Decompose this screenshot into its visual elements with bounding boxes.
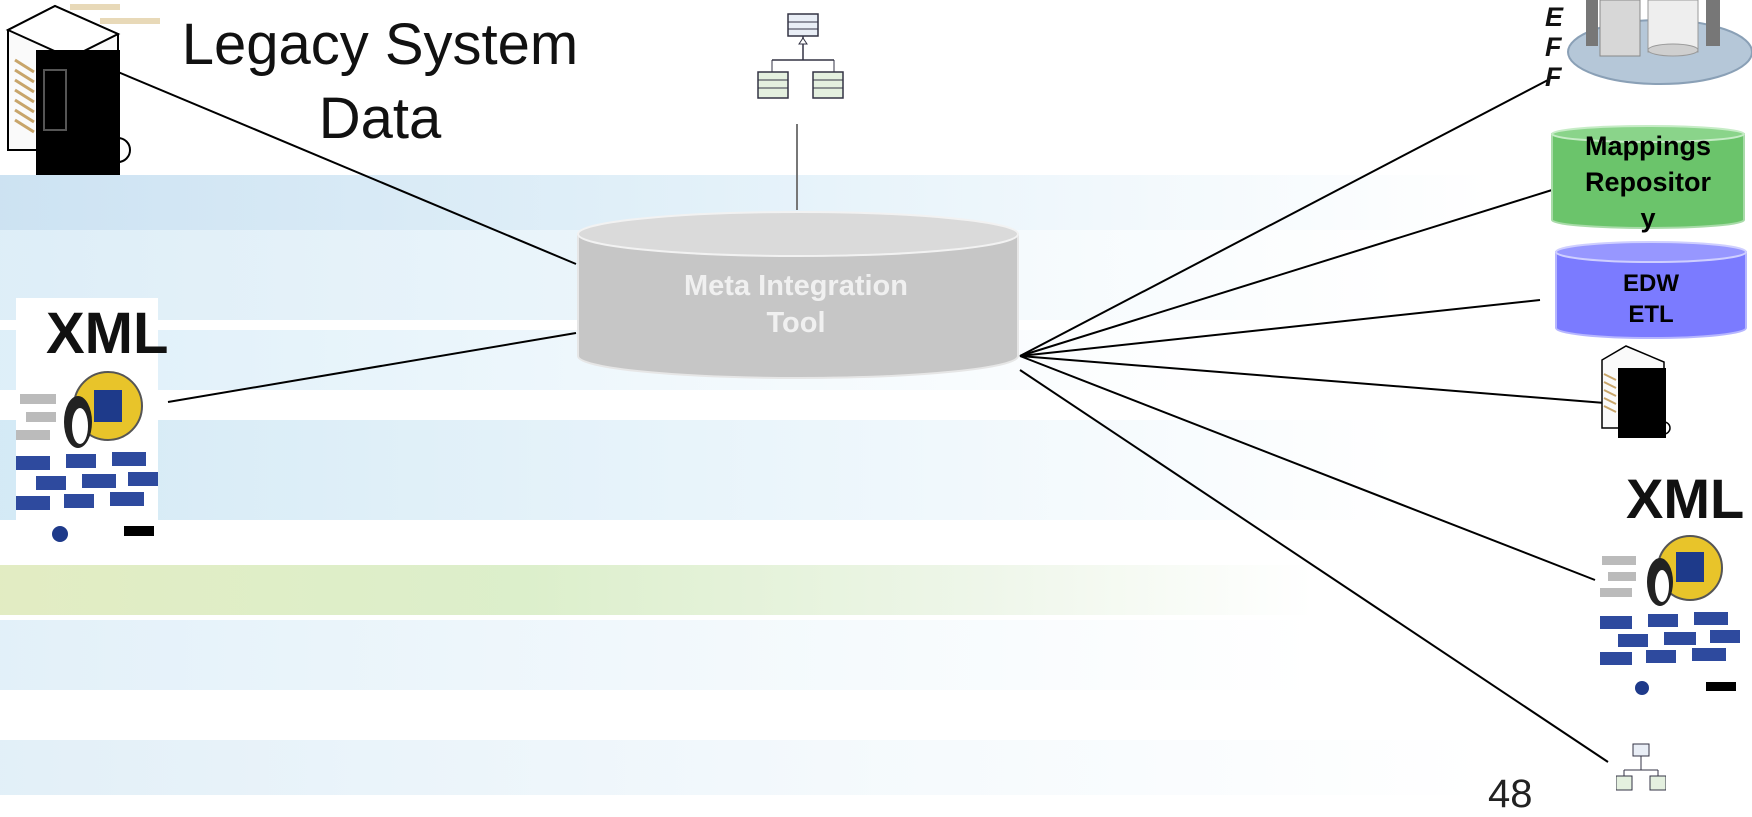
mappings-label-line-3: y [1640, 203, 1656, 233]
title-line-2: Data [318, 86, 442, 151]
background-streak [0, 620, 1752, 690]
uml-class-diagram-icon [756, 10, 846, 104]
connector-line [1019, 189, 1553, 357]
background-streak [0, 565, 1752, 615]
connector-line [1019, 355, 1596, 581]
meta-label-line-1: Meta Integration [684, 270, 908, 302]
edw-label-line-2: ETL [1628, 301, 1674, 328]
mappings-repository-label: Mappings Repositor y [1548, 128, 1748, 236]
edw-etl-label: EDW ETL [1554, 268, 1748, 330]
cut-off-letter: E [1545, 2, 1564, 32]
xml-book-title: XML [46, 301, 169, 366]
xml-book-cover-icon: XML [16, 298, 168, 550]
mappings-label-line-1: Mappings [1585, 131, 1711, 161]
connector-layer [117, 71, 1609, 763]
connector-line [1019, 355, 1606, 404]
uml-class-diagram-icon [1615, 742, 1667, 794]
connector-line [117, 71, 577, 265]
title-line-1: Legacy System [181, 12, 579, 77]
meta-integration-tool-label: Meta Integration Tool [576, 268, 1016, 342]
xml-book-title: XML [1626, 467, 1745, 530]
meta-label-line-2: Tool [766, 307, 826, 339]
legacy-system-title: Legacy System Data [150, 8, 610, 156]
cut-off-label: E F F [1545, 2, 1563, 92]
meta-integration-tool-cylinder [576, 210, 1020, 380]
mappings-repository-cylinder [1550, 124, 1746, 230]
connector-line [1019, 79, 1549, 357]
mappings-label-line-2: Repositor [1584, 167, 1711, 197]
edw-etl-cylinder [1554, 240, 1748, 340]
edw-label-line-1: EDW [1623, 270, 1679, 297]
connector-line [1019, 369, 1609, 763]
server-tower-icon [1598, 344, 1672, 440]
cut-off-letter: F [1545, 62, 1562, 92]
background-streak [0, 740, 1752, 795]
connector-line [1019, 299, 1541, 357]
database-server-icon [1560, 0, 1752, 90]
connector-line [167, 332, 577, 403]
background-streak [0, 420, 1752, 520]
legacy-server-tower-icon [0, 0, 160, 180]
xml-book-cover-icon: XML [1600, 466, 1744, 706]
cut-off-letter: F [1545, 32, 1562, 62]
